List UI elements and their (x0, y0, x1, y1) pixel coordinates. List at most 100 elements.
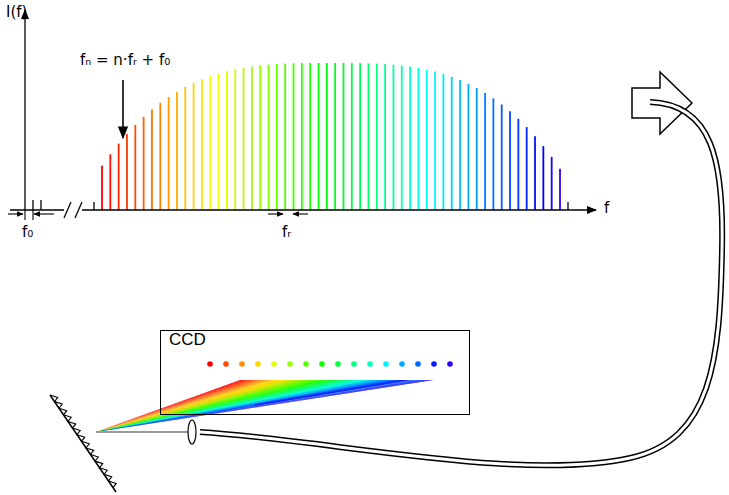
comb-line (476, 88, 478, 210)
pixel-dot (351, 361, 357, 367)
comb-line (509, 111, 511, 210)
x-axis (10, 209, 596, 210)
pixel-dot (303, 361, 309, 367)
comb-line (526, 127, 528, 210)
pixel-dot (399, 361, 405, 367)
comb-line (284, 64, 286, 210)
comb-line (118, 144, 120, 210)
node-label: CCD (169, 330, 206, 350)
comb-line (401, 66, 403, 210)
dimension-tick (24, 210, 25, 220)
pixel-dot (223, 361, 229, 367)
comb-line (134, 125, 136, 210)
optical-fiber-core (200, 102, 722, 465)
pixel-dot (367, 361, 373, 367)
comb-line (484, 93, 486, 210)
comb-line (201, 79, 203, 210)
light-ray (96, 380, 434, 432)
comb-line (384, 64, 386, 210)
comb-line (368, 63, 370, 210)
light-beam (96, 431, 190, 433)
axis-break (64, 202, 71, 218)
pixel-dot (287, 361, 293, 367)
axis-break-gap (64, 200, 82, 220)
comb-line (517, 119, 519, 210)
comb-tooth (40, 200, 41, 210)
dimension-arrow (293, 213, 308, 214)
comb-lines (102, 63, 560, 210)
light-ray (96, 380, 359, 432)
comb-line (109, 154, 111, 210)
label: fᵣ (282, 224, 291, 241)
detector-box: CCD (160, 330, 470, 415)
comb-line (459, 80, 461, 210)
comb-line (351, 63, 353, 210)
comb-line (376, 64, 378, 210)
pixel-dot (335, 361, 341, 367)
comb-line (101, 166, 103, 210)
comb-line (393, 65, 395, 210)
comb-line (542, 146, 544, 210)
pixel-dot (415, 361, 421, 367)
lens (188, 420, 196, 444)
comb-line (259, 65, 261, 210)
pixel-dot (431, 361, 437, 367)
comb-line (467, 84, 469, 210)
comb-line (409, 67, 411, 210)
comb-line (184, 87, 186, 210)
pixel-dot (207, 361, 213, 367)
comb-line (176, 92, 178, 210)
comb-line (492, 98, 494, 210)
label: f (604, 200, 609, 217)
comb-line (276, 64, 278, 210)
comb-line (551, 157, 553, 210)
dimension-tick (32, 210, 33, 220)
comb-tooth (567, 202, 568, 210)
dispersed-light (96, 380, 434, 432)
ccd-pixels (207, 361, 453, 367)
dimension-arrow (268, 213, 283, 214)
dimension-arrow (8, 213, 23, 214)
comb-line (318, 63, 320, 210)
comb-tooth (32, 200, 33, 210)
grating-teeth (50, 395, 116, 488)
pixel-dot (271, 361, 277, 367)
comb-line (243, 68, 245, 210)
comb-line (143, 117, 145, 210)
comb-line (359, 63, 361, 210)
comb-line (326, 63, 328, 210)
pixel-dot (239, 361, 245, 367)
comb-line (426, 70, 428, 210)
comb-line (443, 74, 445, 210)
light-ray (96, 380, 299, 432)
label: fₙ = n·fᵣ + f₀ (80, 52, 170, 69)
comb-line (501, 104, 503, 210)
diffraction-grating (50, 395, 116, 492)
comb-line (226, 71, 228, 210)
comb-line (218, 73, 220, 210)
comb-line (293, 63, 295, 210)
comb-line (451, 77, 453, 210)
label: I(f) (6, 4, 27, 21)
comb-line (209, 76, 211, 210)
light-ray (96, 380, 387, 432)
comb-line (151, 110, 153, 210)
pixel-dot (447, 361, 453, 367)
comb-line (309, 63, 311, 210)
comb-line (301, 63, 303, 210)
comb-line (534, 136, 536, 210)
comb-line (168, 97, 170, 210)
comb-line (559, 169, 561, 210)
pixel-dot (383, 361, 389, 367)
comb-line (159, 103, 161, 210)
comb-line (334, 63, 336, 210)
pixel-dot (319, 361, 325, 367)
light-ray (96, 380, 411, 432)
light-ray (96, 380, 411, 432)
y-axis (24, 10, 25, 210)
light-ray (96, 380, 330, 432)
comb-line (193, 83, 195, 210)
comb-tooth (93, 202, 94, 210)
grating-base (50, 395, 116, 492)
